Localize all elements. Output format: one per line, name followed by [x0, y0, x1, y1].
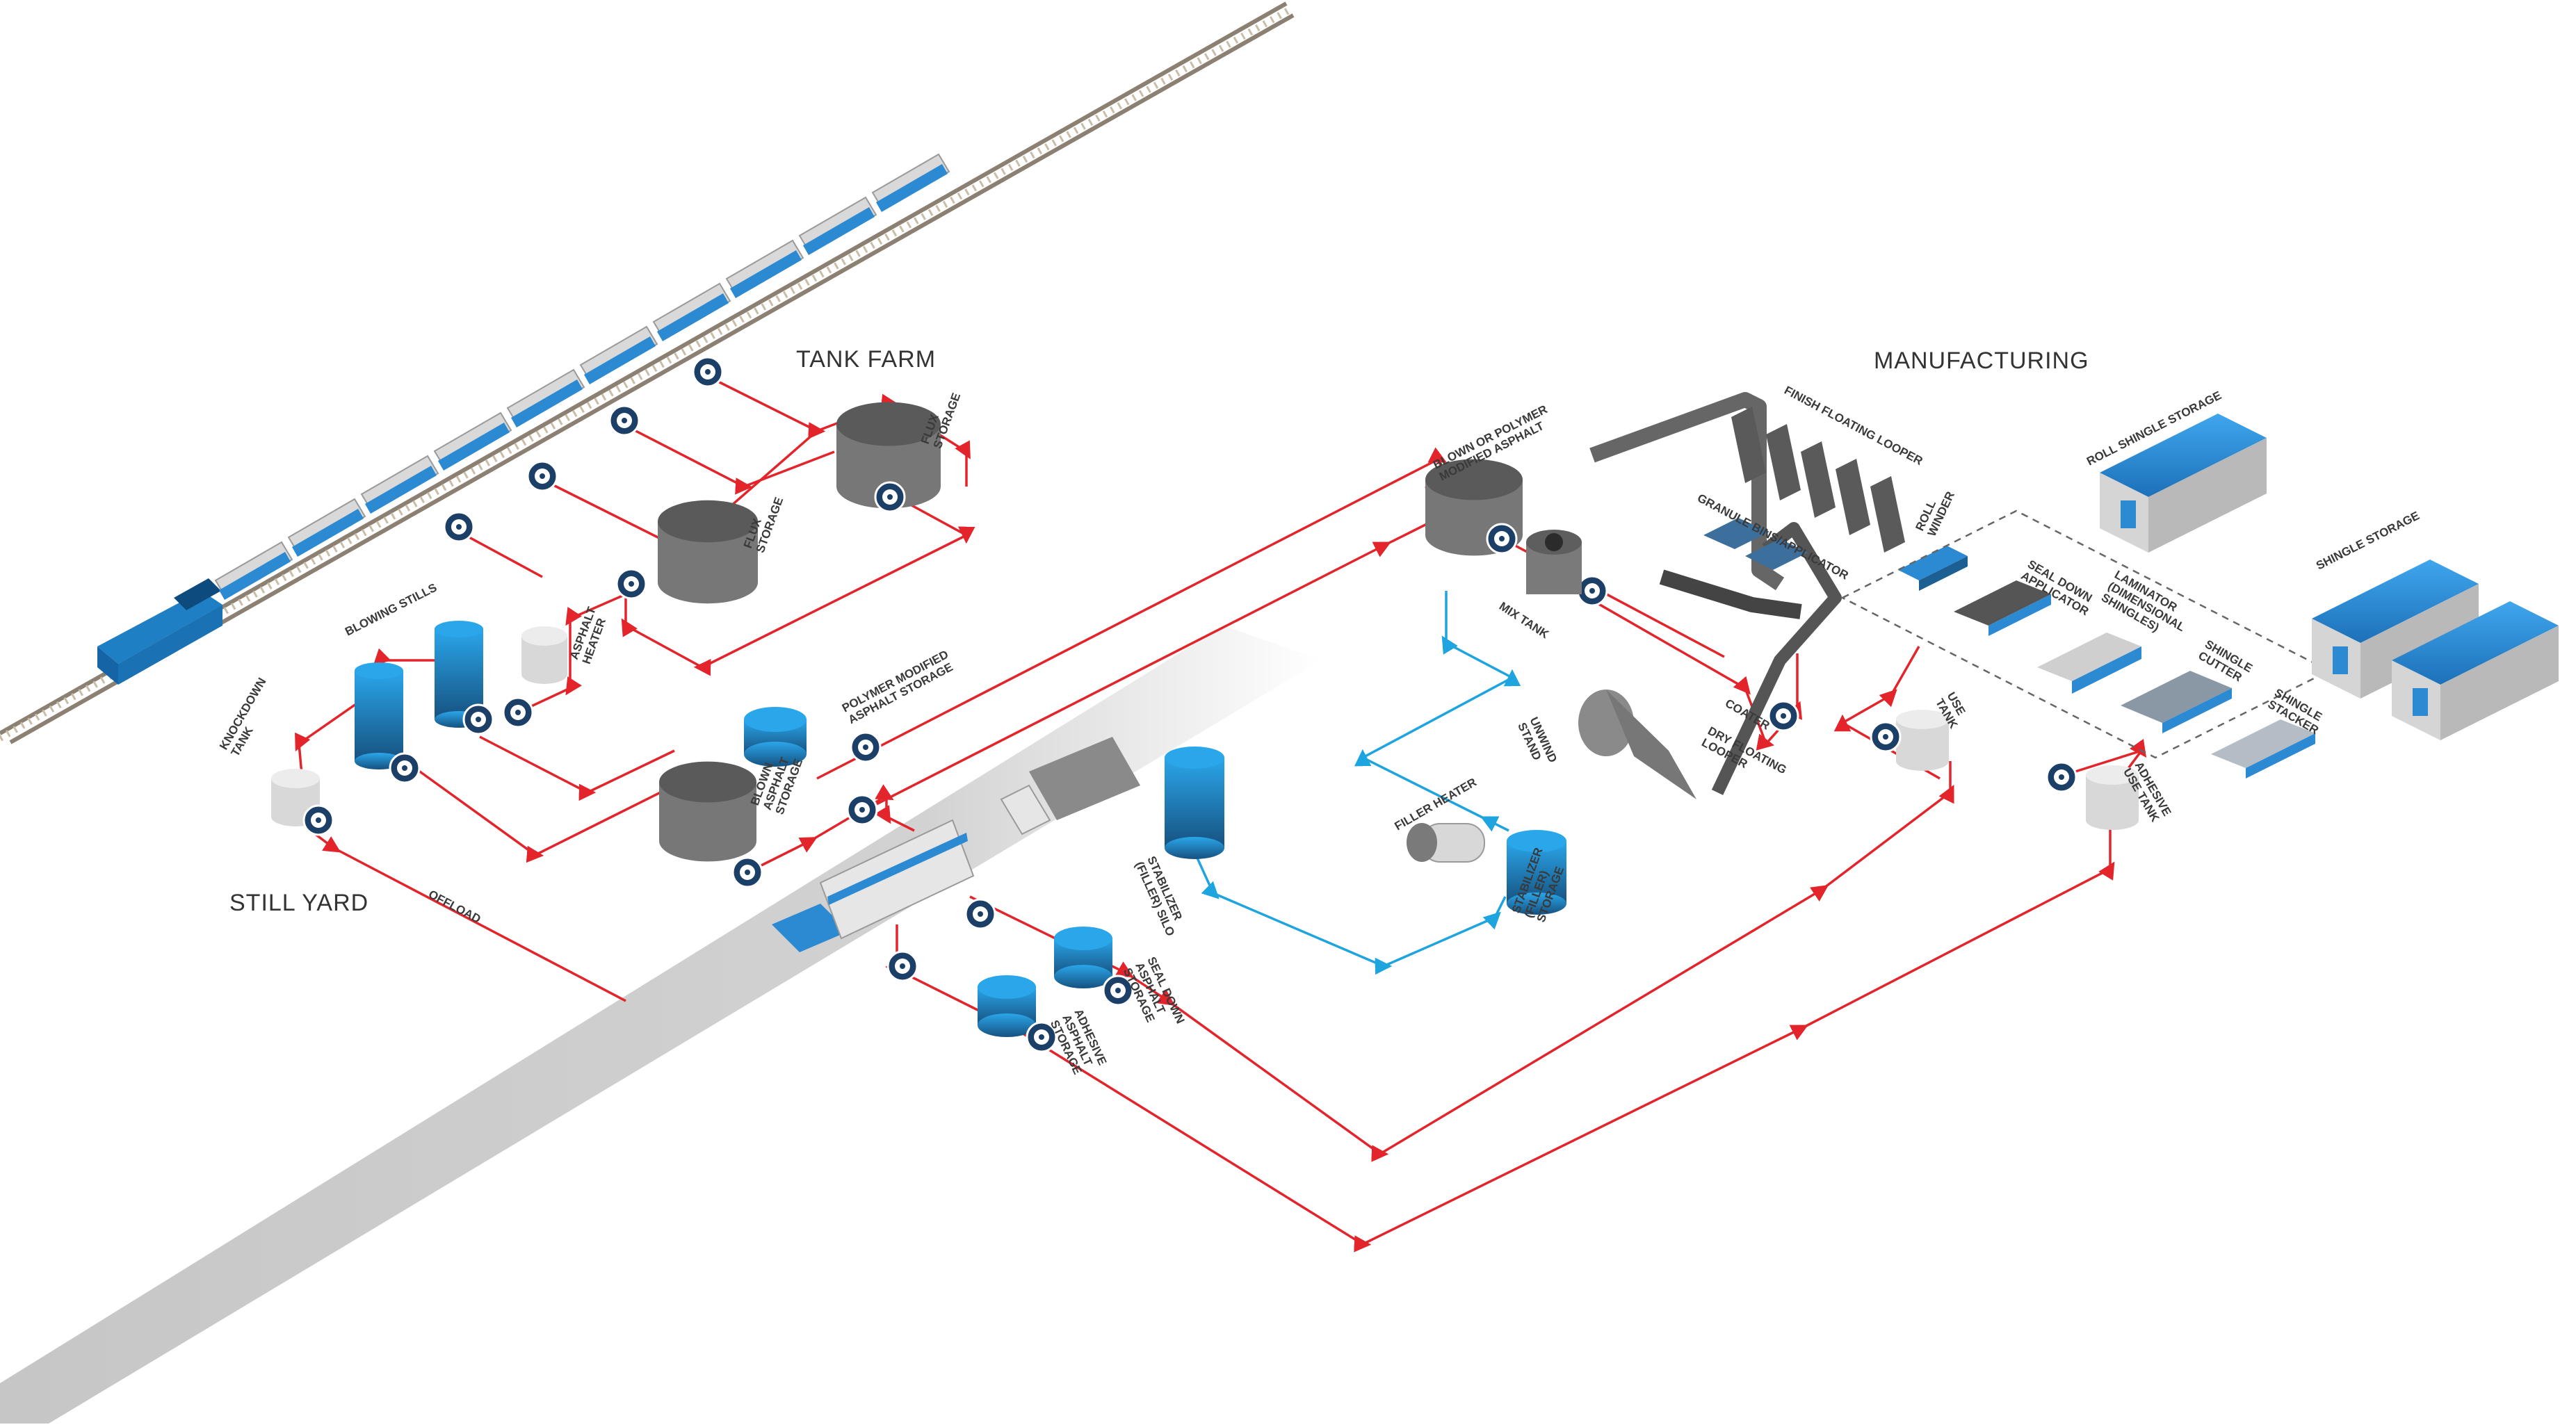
label-offload: OFFLOAD: [426, 888, 483, 926]
pump-valve-icon: [964, 898, 996, 930]
shingle-storage-building-b: [2392, 601, 2559, 740]
filler-flow-line: [1194, 854, 1507, 975]
section-tank-farm: TANK FARM: [796, 346, 936, 373]
section-still-yard: STILL YARD: [229, 890, 368, 916]
label-blown-asphalt-storage: BLOWNASPHALTSTORAGE: [748, 748, 805, 816]
stabilizer-filler-storage: [1507, 830, 1566, 915]
filler-heater: [1407, 823, 1485, 863]
asphalt-flow-lines: [295, 374, 2147, 1253]
asphalt-flow-line: [517, 593, 626, 714]
pump-valve-icon: [692, 356, 724, 388]
tank-car: [579, 325, 658, 384]
section-manufacturing: MANUFACTURING: [1874, 348, 2089, 374]
label-roll-winder: ROLLWINDER: [1913, 484, 1957, 539]
tank-car: [725, 239, 804, 298]
tank-car: [360, 455, 439, 514]
tank-car: [214, 541, 293, 600]
shingle-cutter: [2121, 671, 2232, 733]
tank-car: [798, 196, 877, 255]
flux-storage-tank-b: [658, 500, 758, 604]
use-tank: [1896, 710, 1949, 771]
tank-car: [287, 498, 366, 557]
label-knockdown-tank: KNOCKDOWNTANK: [217, 676, 280, 759]
filler-flow-lines: [1194, 591, 1521, 975]
pump-valve-icon: [443, 511, 475, 543]
access-road: [0, 626, 1321, 1424]
locomotive: [97, 578, 222, 685]
roll-winder: [1898, 546, 1968, 591]
laminator: [2037, 633, 2141, 694]
label-unwind-stand: UNWINDSTAND: [1515, 715, 1560, 770]
blown-or-polymer-tank: [1425, 459, 1523, 556]
asphalt-flow-line: [458, 530, 543, 578]
pump-valve-icon: [615, 568, 647, 600]
label-mix-tank: MIX TANK: [1497, 599, 1552, 641]
pump-valve-icon: [731, 856, 763, 888]
dump-truck: [1000, 737, 1140, 835]
asphalt-flow-line: [622, 423, 835, 495]
stabilizer-filler-silo: [1165, 747, 1224, 859]
pump-valve-icon: [1870, 721, 1902, 753]
finish-floating-looper: [1731, 407, 1905, 553]
pump-valve-icon: [302, 804, 334, 836]
pump-valve-icon: [1486, 523, 1518, 555]
pump-valve-icon: [502, 696, 534, 728]
asphalt-flow-line: [747, 784, 915, 874]
seal-down-asphalt-storage: [1054, 927, 1112, 988]
asphalt-flow-line: [621, 492, 975, 676]
asphalt-flow-line: [479, 735, 675, 801]
rail-tank-cars: [214, 153, 950, 600]
blowing-still-a: [355, 662, 403, 769]
label-laminator: LAMINATOR(DIMENSIONALSHINGLES): [2099, 568, 2194, 646]
tank-car: [433, 411, 512, 471]
pump-valve-icon: [1767, 700, 1799, 732]
pump-valve-icon: [850, 731, 882, 763]
polymer-modified-storage-tank: [744, 707, 807, 767]
pump-valve-icon: [462, 703, 494, 735]
tank-car: [652, 282, 731, 341]
shingle-stacker: [2211, 719, 2315, 778]
adhesive-use-tank: [2086, 765, 2139, 830]
pump-valve-icon: [1026, 1021, 1058, 1053]
pump-valve-icon: [1576, 575, 1608, 607]
adhesive-asphalt-storage: [978, 975, 1036, 1037]
pump-valve-icon: [886, 950, 918, 982]
pump-valve-icon: [1102, 975, 1134, 1006]
label-blowing-stills: BLOWING STILLS: [343, 581, 439, 639]
label-shingle-storage: SHINGLE STORAGE: [2314, 509, 2422, 572]
storage-buildings: [2100, 414, 2559, 740]
tanker-truck: [772, 819, 975, 952]
production-line: [1526, 392, 2331, 799]
seal-down-applicator: [1954, 580, 2051, 636]
pump-valve-icon: [2046, 761, 2077, 793]
asphalt-heater: [521, 626, 567, 684]
label-asphalt-heater: ASPHALTHEATER: [567, 605, 611, 666]
pump-valve-icon: [608, 405, 640, 437]
tank-car: [871, 153, 950, 212]
label-adhesive-storage: ADHESIVEASPHALTSTORAGE: [1048, 1007, 1109, 1079]
asphalt-flow-line: [1581, 593, 1803, 751]
granule-bins: [1703, 518, 1808, 570]
filler-flow-line: [1354, 591, 1521, 832]
pump-valve-icon: [389, 752, 421, 784]
unwind-stand: [1578, 690, 1696, 799]
roll-shingle-storage-building: [2100, 414, 2267, 553]
pump-valve-icon: [526, 460, 558, 492]
pump-valve-icon: [874, 481, 906, 513]
asphalt-flow-line: [969, 761, 1954, 1162]
shingle-storage-building-a: [2312, 560, 2479, 699]
asphalt-flow-line: [409, 763, 661, 863]
equipment-layer: [271, 356, 2139, 1053]
tank-car: [506, 368, 585, 427]
blown-asphalt-storage-tank: [659, 761, 756, 862]
dashed-process-boundary: [1840, 509, 2331, 759]
label-stabilizer-silo: STABILIZER(FILLER) SILO: [1133, 854, 1190, 938]
mix-tank: [1526, 530, 1582, 594]
pump-valve-icon: [846, 794, 878, 826]
